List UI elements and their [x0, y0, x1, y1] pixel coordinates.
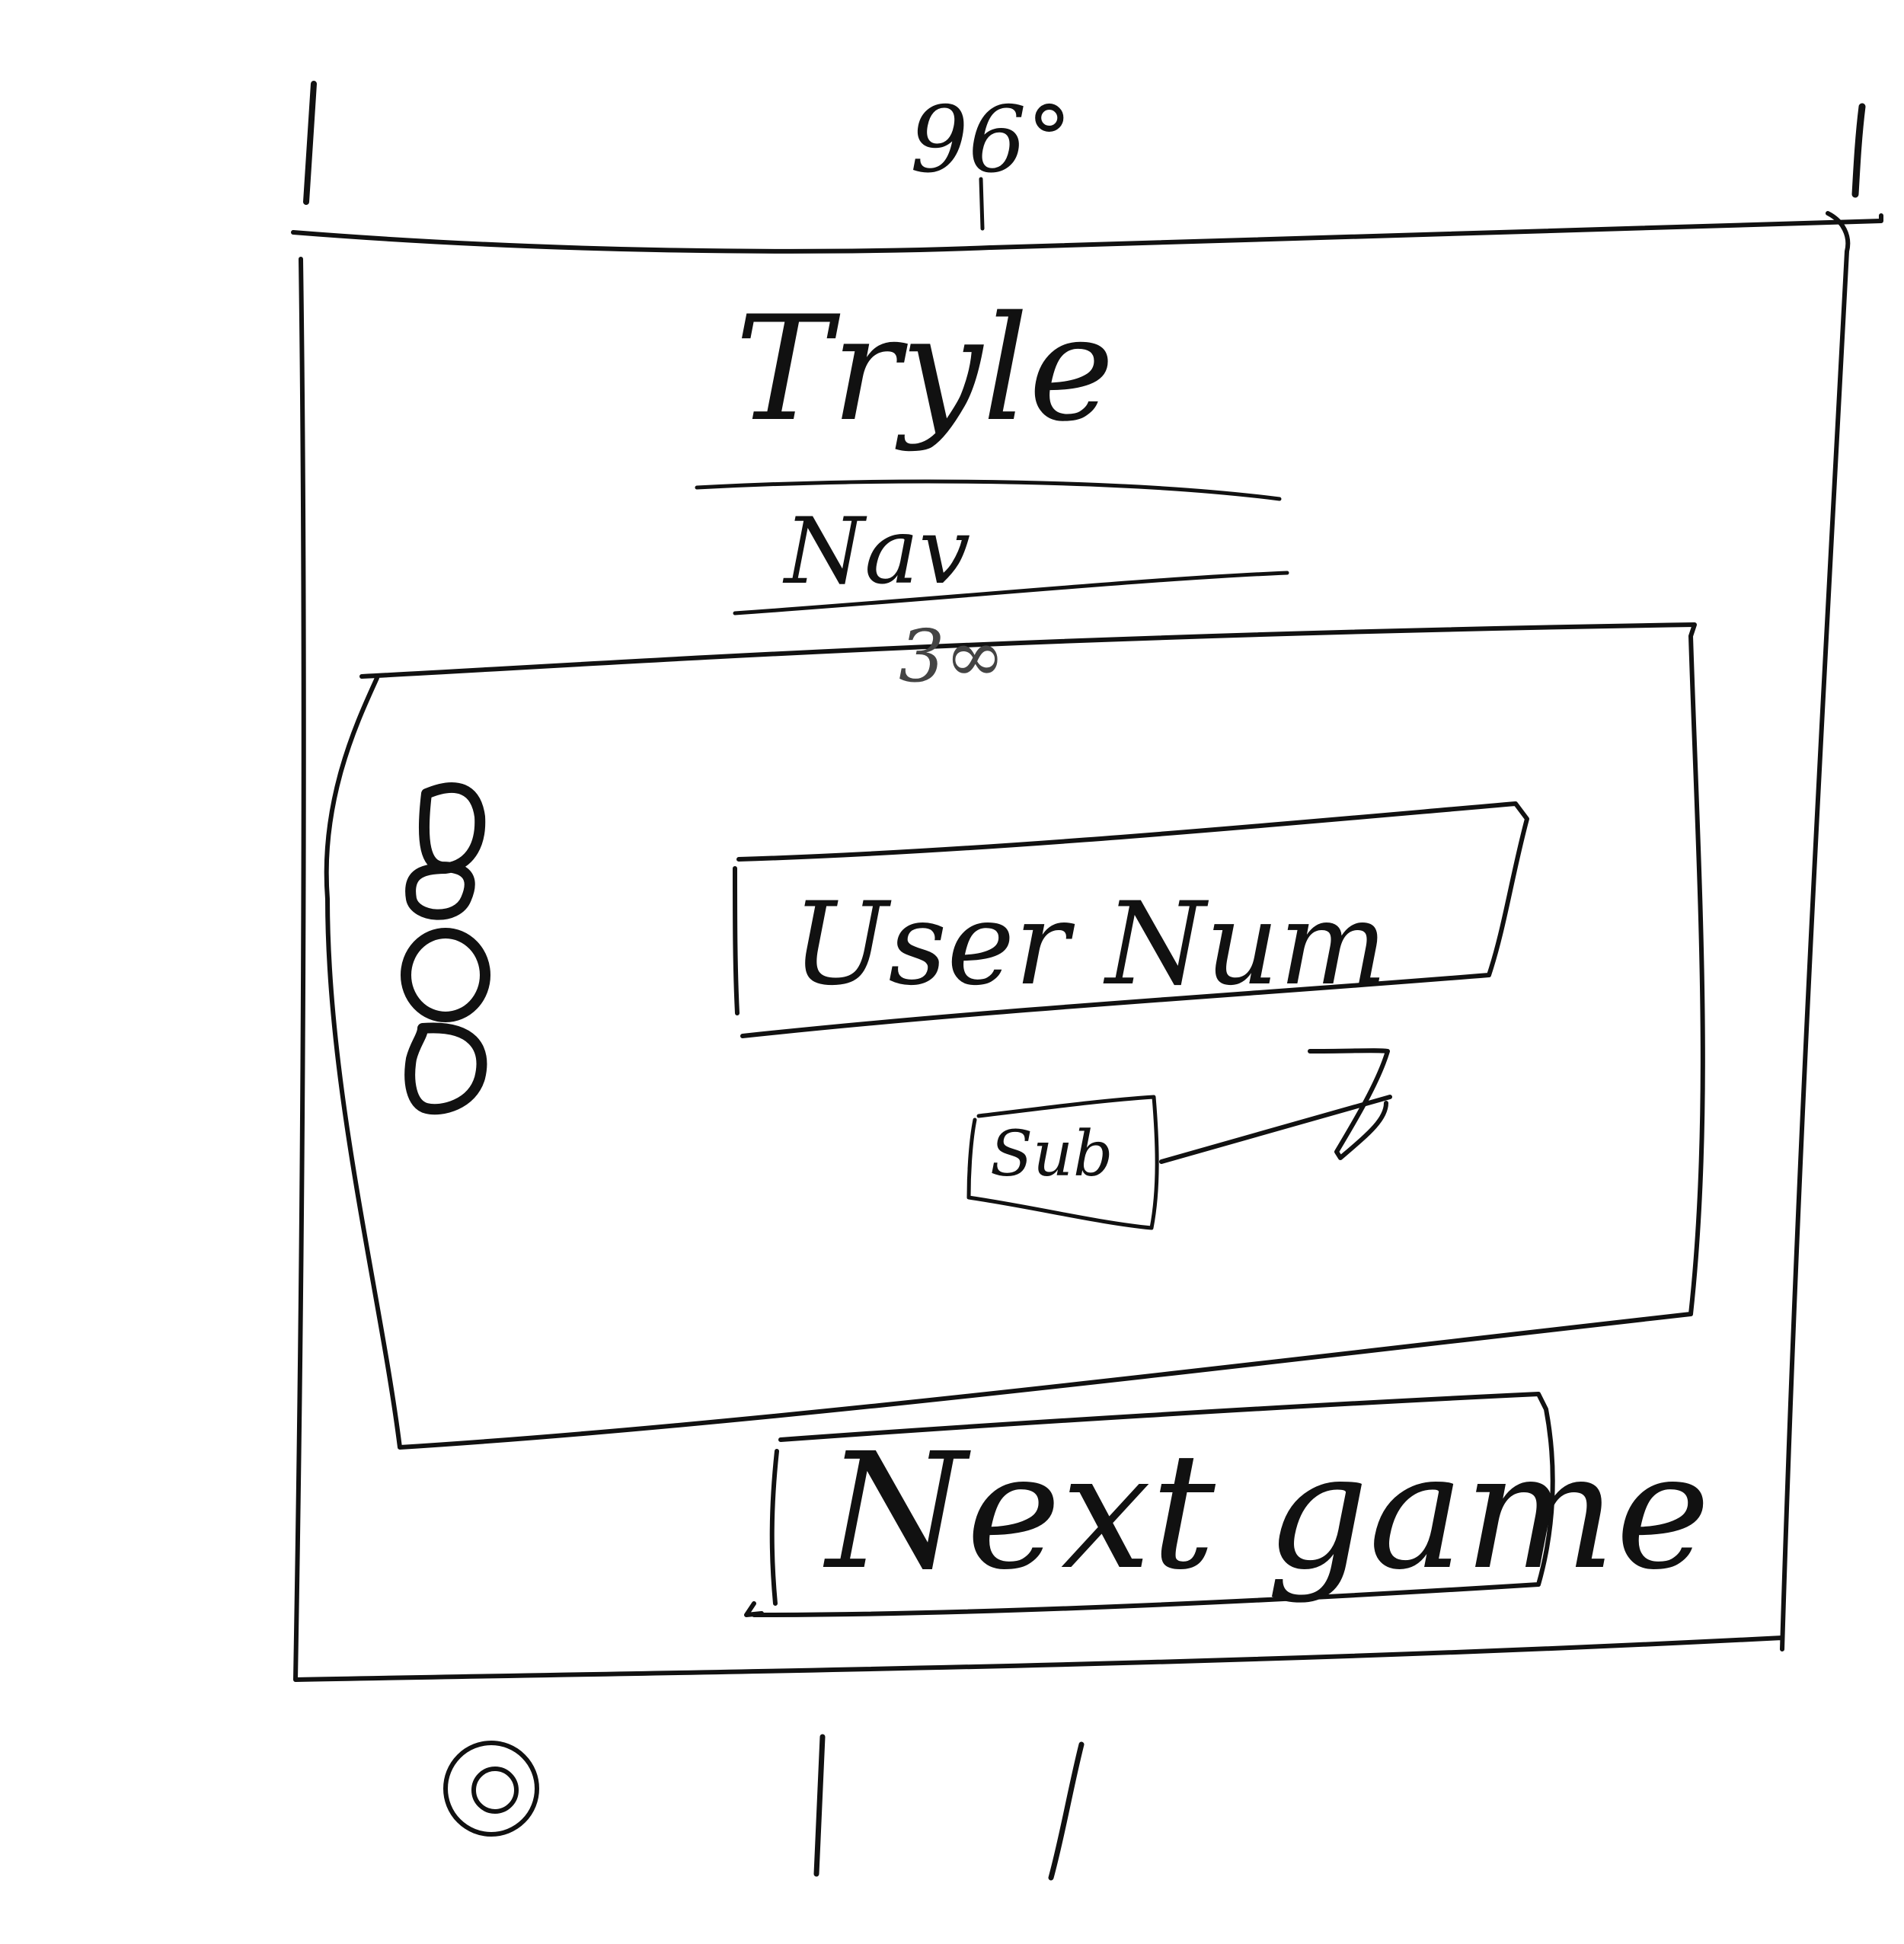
width-marker-right-tick: [1851, 103, 1866, 198]
counter-digit-zero-strokes: [401, 928, 490, 1022]
score-counter: 8 0 0: [396, 762, 503, 1120]
bottom-nav-item-2[interactable]: [792, 1729, 861, 1889]
counter-digit-zero-lower-strokes: [404, 1022, 487, 1115]
bottom-nav-item-3[interactable]: [1036, 1729, 1120, 1889]
canvas-width-note: 96°: [910, 88, 1072, 193]
nav-label: Nav: [784, 499, 971, 605]
submit-box: [966, 1095, 1159, 1230]
next-game-button-label: Next game: [826, 1418, 1711, 1605]
next-game-button-frame: [744, 1392, 1555, 1617]
app-title: Tryle: [735, 285, 1115, 453]
panel-width-note: 3∞: [899, 615, 1005, 699]
submit-button-label: Sub: [990, 1118, 1113, 1191]
submit-button[interactable]: Sub: [967, 1097, 1165, 1226]
counter-digit-eight-strokes: [405, 782, 486, 920]
nav-underline: [733, 571, 1289, 615]
bottom-nav-home[interactable]: [434, 1729, 548, 1836]
user-number-placeholder: User Num: [792, 878, 1388, 1011]
user-number-input[interactable]: User Num: [731, 807, 1523, 1036]
number-input-frame: [733, 801, 1529, 1038]
title-underline: [695, 479, 1282, 501]
device-frame: [293, 211, 1851, 1682]
game-panel-frame: [324, 622, 1705, 1450]
nav-icon-bar: [813, 1734, 826, 1877]
submit-arrow: [1159, 1048, 1392, 1164]
next-game-button[interactable]: Next game: [762, 1394, 1711, 1623]
width-marker-left-tick: [303, 81, 317, 205]
score-counter-strokes: [401, 782, 490, 1115]
nav-icon-slash: [1048, 1741, 1085, 1881]
width-marker-center-tick: [979, 177, 985, 231]
header-divider: [291, 213, 1883, 254]
home-icon: [443, 1741, 539, 1837]
